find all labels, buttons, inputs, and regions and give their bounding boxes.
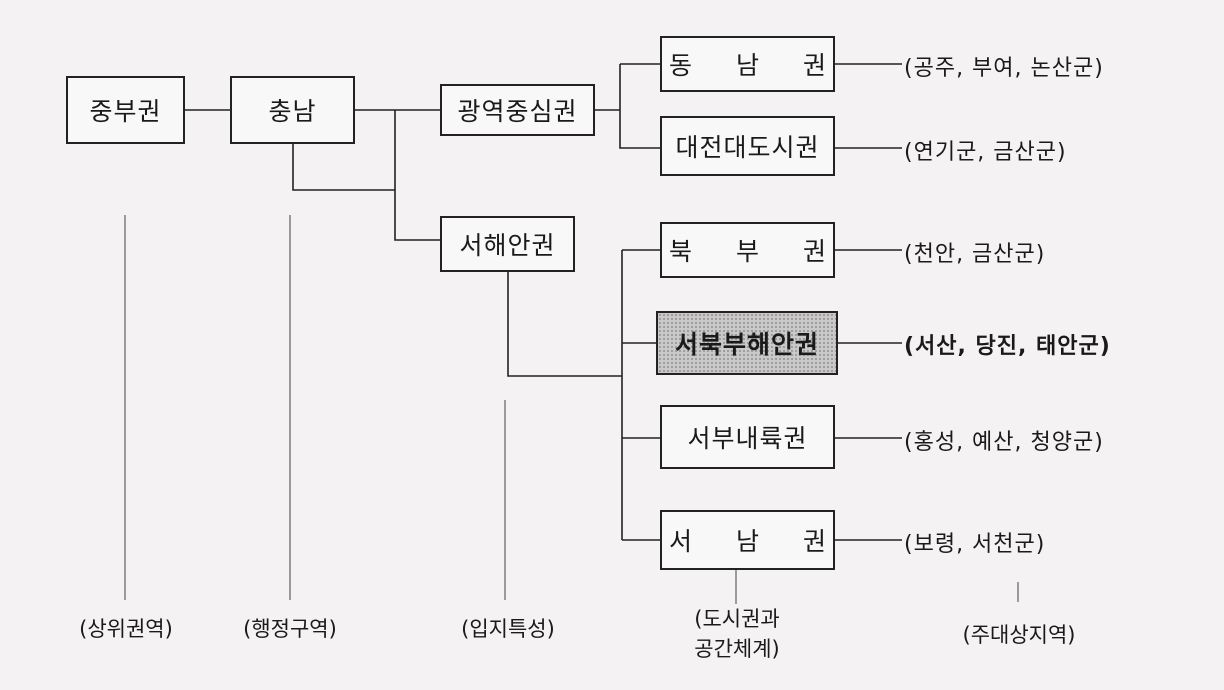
caption-upper: (상위권역) — [79, 617, 173, 641]
caption-urban: (도시권과 공간체계) — [672, 604, 802, 664]
node-seohaean: 서해안권 — [440, 216, 575, 272]
node-seonam: 서 남 권 — [660, 510, 835, 570]
node-jungbu: 중부권 — [66, 76, 185, 144]
region-daejeon: (연기군, 금산군) — [904, 140, 1067, 165]
link-gwangyeok-daejeon — [619, 64, 660, 149]
node-daejeon: 대전대도시권 — [660, 116, 835, 176]
link-chungnam-branch — [292, 144, 395, 191]
caption-location: (입지특성) — [461, 617, 555, 641]
region-seobukbu: (서산, 당진, 태안군) — [904, 334, 1111, 359]
caption-target: (주대상지역) — [962, 623, 1076, 647]
link-chungnam-seohaean — [394, 110, 440, 241]
node-dongnam-label: 동 남 권 — [669, 51, 844, 80]
region-seobunaeryuk: (홍성, 예산, 청양군) — [904, 430, 1104, 455]
caption-urban-line2: 공간체계) — [694, 637, 780, 661]
node-gwangyeok: 광역중심권 — [440, 84, 595, 136]
region-dongnam: (공주, 부여, 논산군) — [904, 56, 1104, 81]
node-bukbu-label: 북 부 권 — [669, 237, 844, 266]
node-chungnam: 충남 — [230, 76, 355, 144]
caption-urban-line1: (도시권과 — [694, 607, 780, 631]
link-seohaean-trunk — [507, 272, 622, 377]
node-seonam-label: 서 남 권 — [669, 527, 844, 556]
caption-admin: (행정구역) — [243, 617, 337, 641]
node-bukbu: 북 부 권 — [660, 222, 835, 278]
region-seonam: (보령, 서천군) — [904, 532, 1046, 557]
region-bukbu: (천안, 금산군) — [904, 242, 1046, 267]
node-dongnam: 동 남 권 — [660, 36, 835, 92]
node-seobukbu: 서북부해안권 — [656, 311, 838, 375]
node-seobunaeryuk: 서부내륙권 — [660, 405, 835, 469]
